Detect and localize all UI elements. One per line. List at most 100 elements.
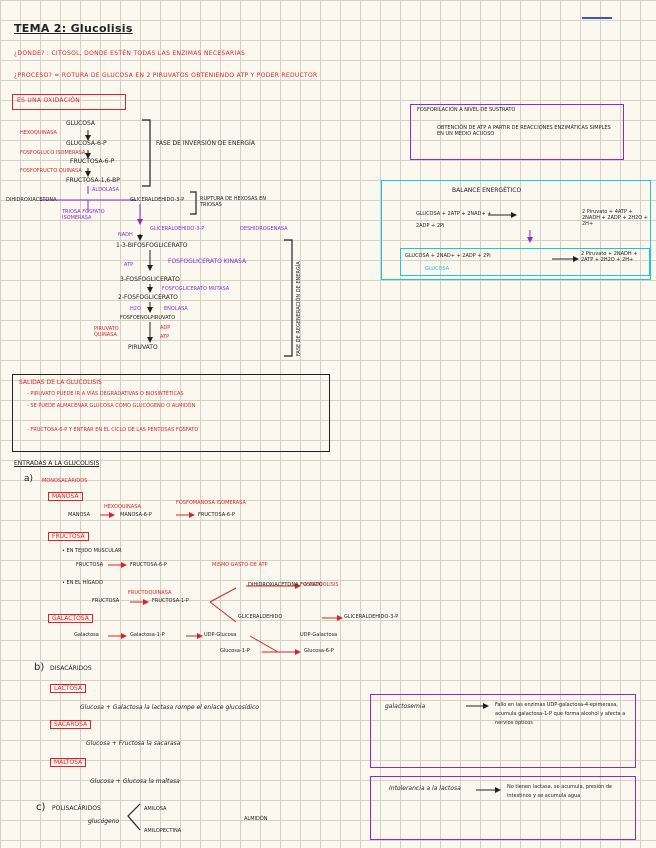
fase-inversion-label: FASE DE INVERSIÓN DE ENERGÍA (156, 140, 255, 147)
gliceraldehido3p-b-label: GLICERALDEHIDO-3-P (150, 226, 205, 232)
section-c-label: c) (36, 802, 46, 813)
section-c-title: POLISACÁRIDOS (52, 805, 101, 812)
fosforilacion-title: FOSFORILACIÓN A NIVEL DE SUSTRATO (417, 107, 516, 113)
manosa-hexoquinasa: HEXOQUINASA (104, 504, 141, 510)
balance-result-box: GLUCOSA + 2NAD+ + 2ADP + 2Pi 2 Piruvato … (400, 248, 650, 276)
fructosa6p-m-label: FRUCTOSA-6-P (130, 562, 167, 568)
almidon-label: ALMIDÓN (244, 816, 268, 822)
adp-label: ADP (160, 325, 171, 331)
intolerancia-body: No tienen lactasa, se acumula, presión d… (507, 784, 613, 799)
salidas-item-3: - FRUCTOSA-6-P Y ENTRAR EN EL CICLO DE L… (27, 427, 199, 433)
fructosa1p-label: FRUCTOSA-1-P (152, 598, 189, 604)
section-a-title: MONOSACÁRIDOS (42, 478, 88, 484)
manosa-label: MANOSA (68, 512, 91, 518)
galactosemia-body: Fallo en las enzimas UDP-galactosa-4-epi… (495, 702, 626, 726)
fructosa6p-label: FRUCTOSA-6-P (70, 158, 115, 165)
balance-sub: GLUCOSA (425, 266, 450, 272)
fosfoglicerato2-label: 2-FOSFOGLICERATO (118, 294, 178, 301)
amilopectina-label: AMILOPECTINA (144, 828, 182, 834)
fosfoglicerato-kinasa-label: FOSFOGLICERATO KINASA (168, 258, 247, 265)
galactosemia-title: galactosemia (385, 703, 426, 710)
amilosa-label: AMILOSA (144, 806, 167, 812)
glucogeno-label: glucógeno (88, 818, 120, 825)
bifosfoglicerato-label: 1-3-BIFOSFOGLICERATO (116, 242, 188, 249)
oxidacion-text: ES UNA OXIDACIÓN (17, 97, 81, 104)
fructoquinasa-label: FRUCTOQUINASA (128, 590, 172, 596)
salidas-title: SALIDAS DE LA GLUCOLISIS (19, 379, 102, 386)
fosfomanosa-label: FOSFOMANOSA ISOMERASA (176, 500, 246, 506)
atp-label: ATP (124, 262, 134, 268)
galactosa-tag: GALACTOSA (48, 614, 93, 623)
section-b-label: b) (34, 662, 45, 673)
musculo-label: • EN TEJIDO MUSCULAR (62, 548, 122, 554)
fructosa-h-label: FRUCTOSA (92, 598, 120, 604)
manosa6p-label: MANOSA-6-P (120, 512, 152, 518)
fosfoenol-label: FOSFOENOLPIRUVATO (120, 315, 176, 321)
balance-line1r: 2 Piruvato + 4ATP + 2NADH + 2ADP + 2H2O … (582, 209, 648, 227)
intolerancia-box: Intolerancia a la lactosa No tienen lact… (370, 776, 636, 840)
glucosa6p-label: GLUCOSA-6-P (66, 140, 107, 147)
manosa-tag: MANOSA (48, 492, 83, 501)
udp-galactosa-label: UDP-Galactosa (300, 632, 338, 638)
galactosa-label: Galactosa (74, 632, 99, 638)
oxidacion-box: ES UNA OXIDACIÓN (12, 94, 126, 110)
glucosa-label: GLUCOSA (66, 120, 96, 127)
fase-regeneracion-label: FASE DE REGENERACIÓN DE ENERGÍA (296, 261, 302, 356)
section-b-title: DISACÁRIDOS (50, 665, 92, 672)
lactosa-desc: Glucosa + Galactosa la lactasa rompe el … (80, 704, 259, 711)
dihidroxi-label: DIHIDROXIACETONA (6, 197, 57, 203)
higado-label: • EN EL HÍGADO (62, 580, 103, 586)
a-glucolisis-1: A GLUCOLISIS (304, 582, 339, 588)
gliceraldehido3p-label: GLICERALDEHIDO-3-P (130, 197, 185, 203)
balance-line1b: 2ADP + 2Pi (416, 223, 445, 229)
atp-b-label: ATP (160, 334, 170, 340)
fructosa16bp-label: FRUCTOSA-1,6-BP (66, 177, 120, 184)
salidas-item-2: - SE PUEDE ALMACENAR GLUCOSA COMO GLUCÓG… (27, 403, 196, 409)
udp-glucosa-label: UDP-Glucosa (204, 632, 237, 638)
glucosa1p-label: Glucosa-1-P (220, 648, 250, 654)
balance-line2r: 2 Piruvato + 2NADH + 2ATP + 2H2O + 2H+ (581, 251, 638, 263)
balance-title: BALANCE ENERGÉTICO (452, 187, 522, 194)
fosforilacion-box: FOSFORILACIÓN A NIVEL DE SUSTRATO OBTENC… (410, 104, 624, 160)
lactosa-tag: LACTOSA (50, 684, 87, 693)
balance-line1: GLUCOSA + 2ATP + 2NAD+ + (416, 211, 492, 217)
sacarosa-desc: Glucosa + Fructosa la sacarasa (86, 740, 181, 747)
entr-fructosa6p: FRUCTOSA-6-P (198, 512, 235, 518)
balance-box: BALANCE ENERGÉTICO GLUCOSA + 2ATP + 2NAD… (381, 180, 651, 280)
entr-gliceraldehido3p: GLICERALDEHIDO-3-P (344, 614, 399, 620)
intolerancia-title: Intolerancia a la lactosa (389, 785, 461, 792)
entr-gliceraldehido: GLICERALDEHIDO (238, 614, 283, 620)
enolasa-label: ENOLASA (164, 306, 188, 312)
fosfogluco-label: FOSFOGLUCO ISOMERASA (20, 150, 86, 156)
mismo-atp-label: MISMO GASTO DE ATP (212, 562, 268, 568)
h2o-label: H2O (130, 306, 141, 312)
balance-line2: GLUCOSA + 2NAD+ + 2ADP + 2Pi (405, 253, 491, 259)
proceso-line: ¿PROCESO? = ROTURA DE GLUCOSA EN 2 PIRUV… (14, 72, 318, 79)
piruvato-label: PIRUVATO (128, 344, 158, 351)
fosfoglicerato3-label: 3-FOSFOGLICERATO (120, 276, 180, 283)
piruvato-quinasa-label: PIRUVATO QUINASA (94, 326, 119, 338)
triosa-label: TRIOSA FOSFATO ISOMERASA (62, 209, 105, 221)
galactosa1p-label: Galactosa-1-P (130, 632, 165, 638)
fosfoglicerato-mutasa-label: FOSFOGLICERATO MUTASA (162, 286, 230, 292)
fosfofructo-label: FOSFOFRUCTO QUINASA (20, 168, 82, 174)
entr-dihidroxi: DIHIDROXIACETONA FOSFATO (248, 582, 323, 588)
hexoquinasa-label: HEXOQUINASA (20, 130, 57, 136)
maltosa-tag: MALTOSA (50, 758, 87, 767)
donde-line: ¿DONDE? : CITOSOL, DONDE ESTÉN TODAS LAS… (14, 50, 246, 57)
maltosa-desc: Glucosa + Glucosa la maltasa (90, 778, 180, 785)
fructosa-m-label: FRUCTOSA (76, 562, 104, 568)
fosforilacion-body: OBTENCIÓN DE ATP A PARTIR DE REACCIONES … (437, 125, 611, 137)
page-title: TEMA 2: Glucolisis (14, 22, 133, 35)
fructosa-tag: FRUCTOSA (48, 532, 89, 541)
nadh-label: NADH (118, 232, 133, 238)
sacarosa-tag: SACAROSA (50, 720, 92, 729)
salidas-item-1: - PIRUVATO PUEDE IR A VÍAS DEGRADATIVAS … (27, 391, 184, 397)
salidas-box: SALIDAS DE LA GLUCOLISIS - PIRUVATO PUED… (12, 374, 330, 452)
entradas-title: ENTRADAS A LA GLUCOLISIS (14, 460, 100, 467)
galactosemia-box: galactosemia Fallo en las enzimas UDP-ga… (370, 694, 636, 768)
deshidrogenasa-label: DESHIDROGENASA (240, 226, 288, 232)
ruptura-label: RUPTURA DE HEXOSAS EN TRIOSAS (200, 196, 267, 208)
aldolasa-label: ALDOLASA (92, 187, 119, 193)
